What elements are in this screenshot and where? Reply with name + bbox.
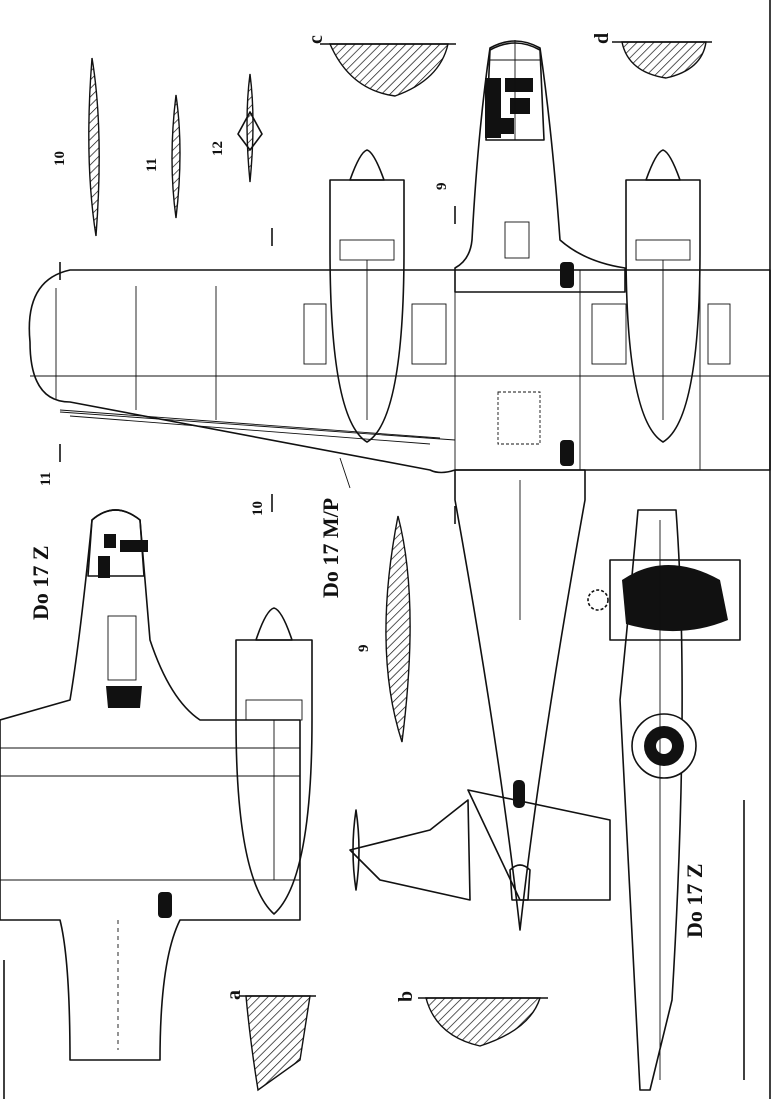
label-section-b: b xyxy=(395,991,417,1002)
airfoil-section-10 xyxy=(88,57,100,237)
label-section-c: c xyxy=(305,35,327,44)
label-num-10-top: 10 xyxy=(52,151,68,166)
airfoil-section-9 xyxy=(385,515,411,743)
side-view xyxy=(587,509,745,1091)
section-a xyxy=(240,995,316,1092)
label-section-d: d xyxy=(591,33,613,44)
label-num-10-mid: 10 xyxy=(250,501,266,516)
label-do17z-left: Do 17 Z xyxy=(28,545,53,620)
main-plan-view xyxy=(28,40,771,931)
label-num-12-top: 12 xyxy=(210,141,226,156)
section-c xyxy=(320,43,456,97)
airfoil-section-11 xyxy=(171,94,181,219)
label-num-11-top: 11 xyxy=(144,158,160,172)
label-num-9-mid: 9 xyxy=(356,645,372,653)
section-d xyxy=(612,41,712,79)
airfoil-section-12 xyxy=(237,73,263,183)
section-b xyxy=(418,997,548,1047)
left-plan-view xyxy=(0,509,313,1061)
label-num-11-left: 11 xyxy=(38,472,54,486)
label-num-9-top: 9 xyxy=(434,183,450,191)
label-do17z-side: Do 17 Z xyxy=(682,863,707,938)
label-section-a: a xyxy=(223,990,245,1000)
label-do17mp: Do 17 M/P xyxy=(318,498,343,598)
